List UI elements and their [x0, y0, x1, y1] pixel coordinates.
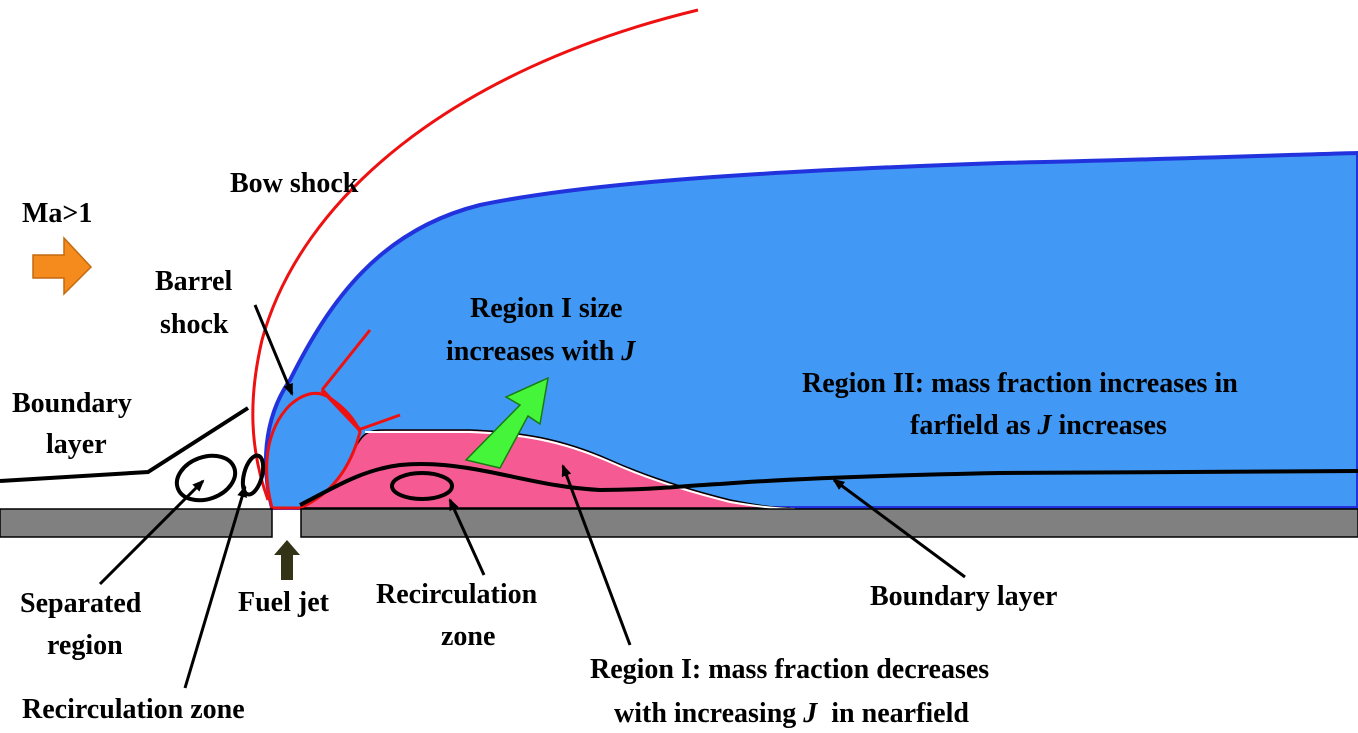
reflected-shock-upper	[320, 329, 372, 391]
wall-right	[300, 508, 1358, 538]
label-recirculation-center-line2: zone	[441, 621, 495, 652]
region1-upper-edge	[365, 431, 796, 510]
label-recirculation-center-line1: Recirculation	[376, 579, 538, 610]
freestream-flow-arrow	[32, 236, 93, 296]
boundary-layer-right-line	[299, 462, 1358, 507]
label-boundary-layer-left-line2: layer	[46, 429, 107, 460]
label-j-symbol-2: J	[1037, 410, 1053, 441]
boundary-layer-left-line	[0, 406, 250, 483]
label-region2-line1: Region II: mass fraction increases in	[802, 368, 1238, 399]
pointer-recirculation-zone-center	[448, 498, 486, 576]
pointer-boundary-layer-right	[832, 478, 966, 579]
label-separated-line2: region	[47, 630, 123, 661]
label-region1-line2: with increasing J in nearfield	[614, 698, 969, 729]
fuel-jet-arrow	[274, 540, 300, 580]
pointer-barrel-shock	[253, 304, 294, 396]
reflected-shock-lower	[357, 413, 401, 432]
label-recirculation-bottom: Recirculation zone	[22, 694, 245, 725]
label-region1-line2-a: with increasing	[614, 698, 803, 729]
label-j-symbol-1: J	[620, 336, 636, 367]
label-region2-line2: farfield as J increases	[910, 410, 1167, 441]
wall-left	[0, 508, 273, 538]
label-mach: Ma>1	[22, 198, 92, 229]
label-region1-size-line2-text: increases with	[446, 336, 621, 367]
label-region1-line1: Region I: mass fraction decreases	[590, 654, 989, 685]
label-region2-line2-b: increases	[1052, 410, 1167, 441]
label-j-symbol-3: J	[802, 698, 818, 729]
label-bow-shock: Bow shock	[230, 168, 359, 199]
pointer-region1	[561, 464, 632, 646]
pointer-recirculation-zone-upstream	[183, 485, 247, 689]
label-barrel-shock-line2: shock	[160, 309, 229, 340]
label-region2-line2-a: farfield as	[910, 410, 1038, 441]
label-separated-line1: Separated	[20, 588, 142, 619]
pointer-separated-region	[98, 479, 205, 586]
recirculation-zone-upstream-loop	[240, 453, 266, 497]
label-boundary-layer-left-line1: Boundary	[12, 388, 132, 419]
separated-region-loop	[174, 453, 238, 503]
recirculation-zone-downstream-loop	[390, 471, 454, 501]
mach-disk	[320, 388, 362, 432]
label-barrel-shock-line1: Barrel	[155, 266, 232, 297]
label-boundary-layer-right: Boundary layer	[870, 581, 1057, 612]
label-region1-size-line2: increases with J	[446, 336, 636, 367]
label-region1-size-line1: Region I size	[470, 293, 622, 324]
label-region1-line2-b: in nearfield	[817, 698, 969, 729]
label-fuel-jet: Fuel jet	[238, 587, 330, 618]
region1-growth-arrow	[464, 376, 549, 469]
bow-shock-line	[251, 8, 699, 501]
